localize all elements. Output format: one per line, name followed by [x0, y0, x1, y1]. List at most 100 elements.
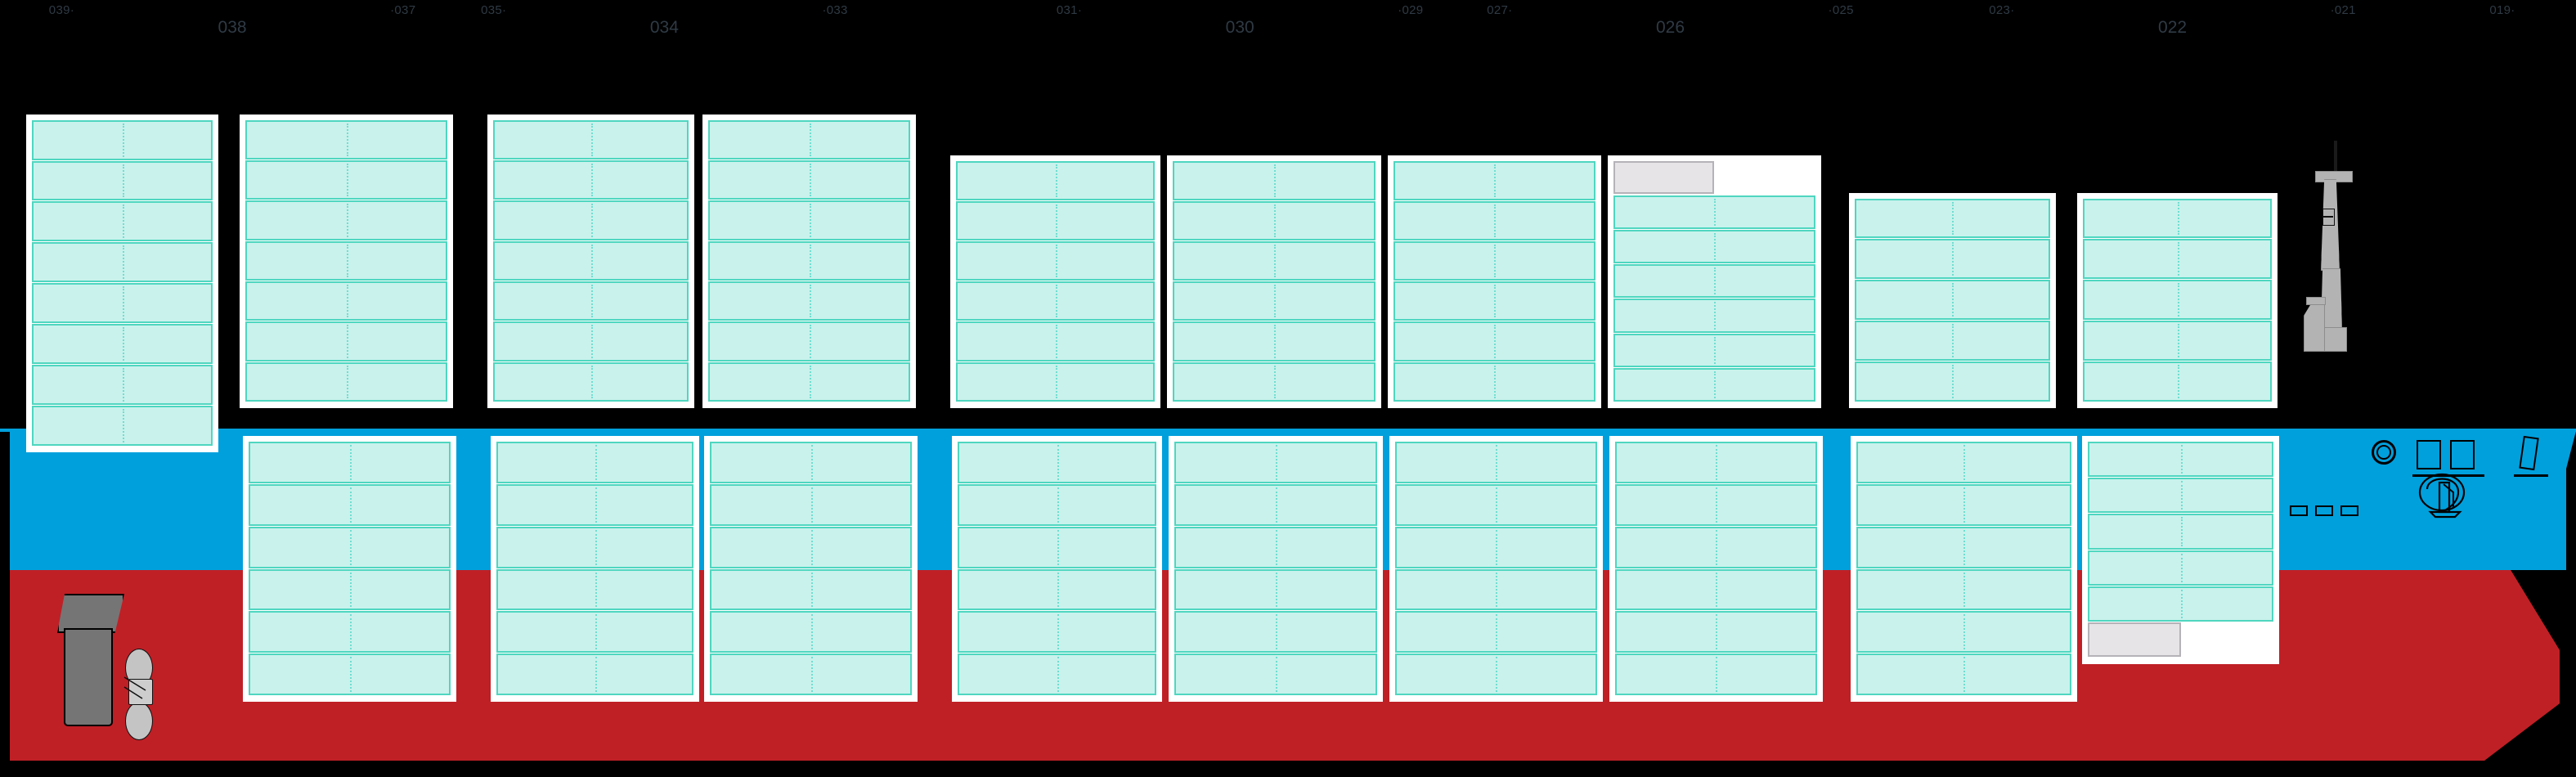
container-slot[interactable] [2082, 280, 2273, 321]
empty-slot[interactable] [2087, 622, 2181, 658]
container-slot[interactable] [1613, 195, 1815, 229]
container-slot[interactable] [956, 200, 1156, 241]
bay-026-hold[interactable] [704, 435, 918, 703]
container-slot[interactable] [2082, 239, 2273, 280]
container-slot[interactable] [956, 321, 1156, 362]
bay-odd-label-left[interactable]: 031· [1056, 3, 1083, 17]
container-slot[interactable] [1394, 441, 1597, 483]
container-slot[interactable] [1394, 611, 1597, 653]
container-slot[interactable] [493, 321, 689, 362]
container-slot[interactable] [496, 653, 694, 696]
container-slot[interactable] [1173, 281, 1376, 321]
container-slot[interactable] [1174, 568, 1377, 611]
container-slot[interactable] [2087, 441, 2274, 478]
container-slot[interactable] [1174, 441, 1377, 483]
container-slot[interactable] [1393, 200, 1595, 241]
bay-odd-label-right[interactable]: ·025 [1828, 3, 1854, 17]
container-slot[interactable] [1854, 280, 2050, 321]
container-slot[interactable] [1614, 441, 1817, 483]
container-slot[interactable] [1854, 362, 2050, 402]
container-slot[interactable] [493, 240, 689, 281]
container-slot[interactable] [1174, 611, 1377, 653]
bay-odd-label-left[interactable]: 019· [2489, 3, 2515, 17]
container-slot[interactable] [245, 200, 448, 240]
container-slot[interactable] [496, 483, 694, 526]
container-slot[interactable] [245, 321, 448, 362]
container-slot[interactable] [31, 201, 213, 242]
container-slot[interactable] [496, 568, 694, 611]
container-slot[interactable] [710, 483, 913, 526]
bay-group-018[interactable]: 019··017018 [2489, 0, 2576, 49]
container-slot[interactable] [245, 240, 448, 281]
container-slot[interactable] [1393, 321, 1595, 362]
container-slot[interactable] [31, 119, 213, 160]
container-slot[interactable] [1854, 198, 2050, 239]
container-slot[interactable] [956, 281, 1156, 321]
container-slot[interactable] [1856, 611, 2071, 653]
container-slot[interactable] [496, 441, 694, 483]
container-slot[interactable] [708, 119, 911, 160]
container-slot[interactable] [958, 441, 1157, 483]
container-slot[interactable] [1393, 160, 1595, 200]
container-slot[interactable] [31, 283, 213, 324]
bay-odd-label-left[interactable]: 023· [1989, 3, 2015, 17]
container-slot[interactable] [958, 653, 1157, 696]
container-slot[interactable] [2082, 321, 2273, 362]
bay-034-on-deck[interactable] [240, 114, 454, 408]
container-slot[interactable] [1394, 653, 1597, 696]
container-slot[interactable] [2087, 478, 2274, 514]
container-slot[interactable] [956, 160, 1156, 200]
container-slot[interactable] [1614, 611, 1817, 653]
container-slot[interactable] [1856, 483, 2071, 526]
container-slot[interactable] [1393, 281, 1595, 321]
bay-002-hold[interactable] [2081, 435, 2280, 665]
bay-018-on-deck[interactable] [1167, 155, 1381, 408]
container-slot[interactable] [496, 526, 694, 568]
container-slot[interactable] [249, 526, 451, 568]
container-slot[interactable] [2087, 550, 2274, 586]
container-slot[interactable] [493, 281, 689, 321]
container-slot[interactable] [1173, 321, 1376, 362]
container-slot[interactable] [1174, 526, 1377, 568]
container-slot[interactable] [2087, 514, 2274, 550]
container-slot[interactable] [2082, 362, 2273, 402]
container-slot[interactable] [958, 568, 1157, 611]
container-slot[interactable] [245, 119, 448, 160]
container-slot[interactable] [1854, 321, 2050, 362]
container-slot[interactable] [710, 653, 913, 696]
container-slot[interactable] [496, 611, 694, 653]
bay-odd-label-right[interactable]: ·033 [822, 3, 848, 17]
container-slot[interactable] [493, 362, 689, 402]
container-slot[interactable] [708, 160, 911, 200]
container-slot[interactable] [1613, 264, 1815, 299]
bay-022-on-deck[interactable] [950, 155, 1161, 408]
container-slot[interactable] [708, 362, 911, 402]
bay-014-hold[interactable] [1389, 435, 1603, 703]
container-slot[interactable] [956, 241, 1156, 281]
empty-slot[interactable] [1613, 160, 1715, 194]
container-slot[interactable] [710, 526, 913, 568]
container-slot[interactable] [249, 483, 451, 526]
container-slot[interactable] [1856, 526, 2071, 568]
bay-even-label[interactable]: 026 [1655, 18, 1685, 37]
container-slot[interactable] [1613, 229, 1815, 264]
container-slot[interactable] [2087, 586, 2274, 622]
bay-034-hold[interactable] [243, 435, 457, 703]
container-slot[interactable] [1856, 568, 2071, 611]
container-slot[interactable] [493, 119, 689, 160]
container-slot[interactable] [1856, 653, 2071, 696]
container-slot[interactable] [1173, 241, 1376, 281]
container-slot[interactable] [1394, 526, 1597, 568]
bay-006-on-deck[interactable] [1848, 192, 2056, 408]
container-slot[interactable] [1394, 568, 1597, 611]
bay-038-on-deck[interactable] [25, 114, 219, 452]
bay-even-label[interactable]: 038 [218, 18, 247, 37]
bay-odd-label-left[interactable]: 039· [48, 3, 75, 17]
bay-030-hold[interactable] [491, 435, 700, 703]
container-slot[interactable] [245, 160, 448, 200]
bay-even-label[interactable]: 030 [1225, 18, 1254, 37]
bay-022-hold[interactable] [952, 435, 1163, 703]
